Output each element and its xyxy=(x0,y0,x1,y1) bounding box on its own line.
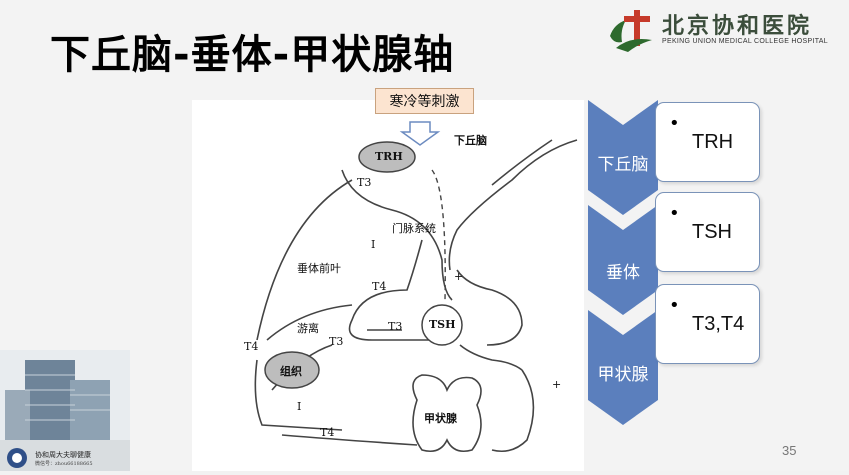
level-label-hypothalamus: 下丘脑 xyxy=(597,155,649,175)
label-tissue: 组织 xyxy=(280,365,302,378)
label-t3: T3 xyxy=(388,320,403,333)
label-plus: + xyxy=(454,270,464,283)
axis-diagram: 下丘脑 TRH 门脉系统 垂体前叶 游离 TSH 组织 甲状腺 T3 T4 T3… xyxy=(192,100,584,471)
hpt-axis-drawing xyxy=(254,121,578,453)
level-label-pituitary: 垂体 xyxy=(606,263,640,283)
footer-account-name: 协和周大夫聊健康 xyxy=(35,451,91,459)
stimulus-box: 寒冷等刺激 xyxy=(375,88,474,114)
label-t4: T4 xyxy=(244,340,259,353)
label-i: I xyxy=(371,238,376,251)
label-t3: T3 xyxy=(329,335,344,348)
hormone-box-trh: • TRH xyxy=(655,102,760,182)
label-thyroid: 甲状腺 xyxy=(424,412,457,425)
hormone-t3t4: T3,T4 xyxy=(692,313,745,335)
label-anterior-pituitary: 垂体前叶 xyxy=(297,262,341,275)
hormone-trh: TRH xyxy=(692,131,734,153)
hormone-box-t3t4: • T3,T4 xyxy=(655,284,760,364)
wechat-avatar-icon xyxy=(7,448,27,468)
hospital-logo: 北京协和医院 PEKING UNION MEDICAL COLLEGE HOSP… xyxy=(604,6,844,56)
hormone-box-tsh: • TSH xyxy=(655,192,760,272)
page-number: 35 xyxy=(782,443,797,458)
logo-name-cn: 北京协和医院 xyxy=(662,13,813,39)
label-plus: + xyxy=(552,378,562,391)
logo-name-en: PEKING UNION MEDICAL COLLEGE HOSPITAL xyxy=(662,38,828,45)
slide-title: 下丘脑-垂体-甲状腺轴 xyxy=(50,32,455,78)
label-t3: T3 xyxy=(357,176,372,189)
label-trh: TRH xyxy=(375,150,403,163)
footer-wechat-id: 微信号：zhou66188665 xyxy=(35,461,93,467)
flow-chevrons xyxy=(588,100,658,425)
label-t4: T4 xyxy=(320,426,335,439)
label-i: I xyxy=(297,400,302,413)
hormone-tsh: TSH xyxy=(692,221,732,243)
label-portal-system: 门脉系统 xyxy=(392,222,436,235)
label-free: 游离 xyxy=(297,322,319,335)
level-label-thyroid: 甲状腺 xyxy=(597,365,649,385)
hospital-emblem-icon xyxy=(610,10,652,52)
label-hypothalamus: 下丘脑 xyxy=(454,134,487,147)
label-t4: T4 xyxy=(372,280,387,293)
label-tsh: TSH xyxy=(429,318,456,331)
hospital-building-image xyxy=(0,350,130,471)
